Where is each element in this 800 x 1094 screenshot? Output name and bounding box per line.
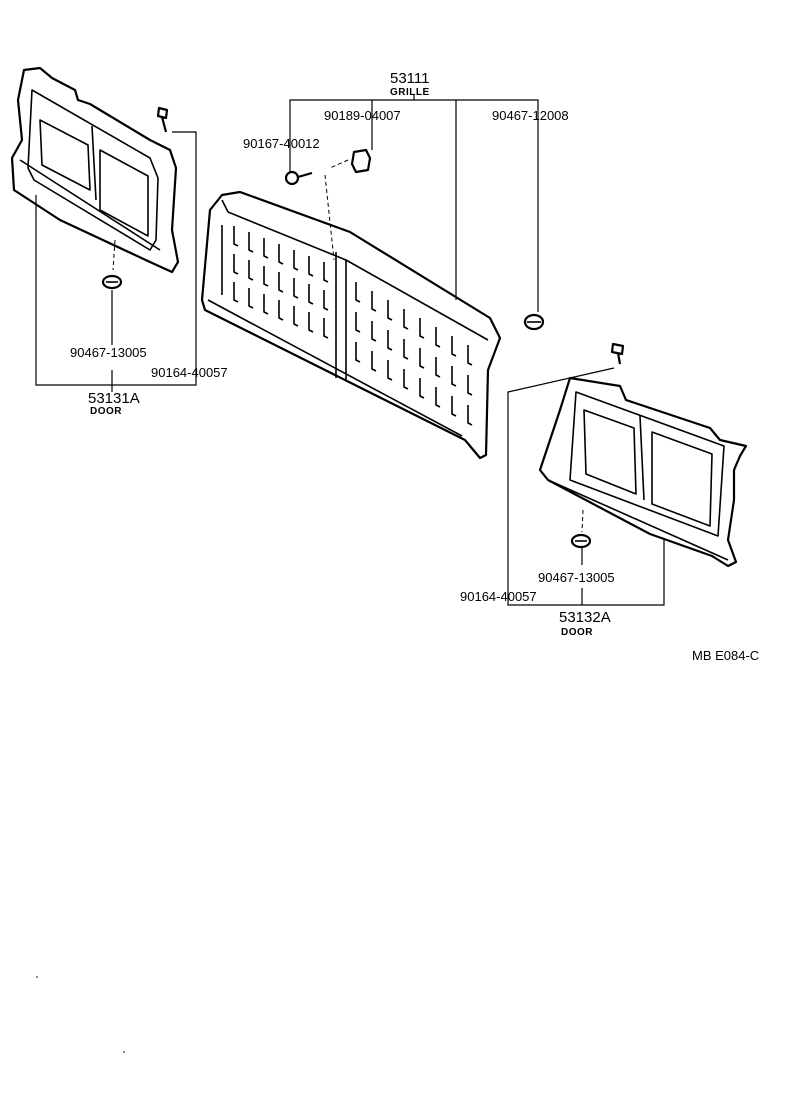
right-clip-part-number: 90467-13005 bbox=[538, 570, 615, 585]
left-bolt-icon bbox=[156, 106, 169, 133]
right-door-part-number: 53132A bbox=[559, 609, 611, 626]
clip-part-number: 90467-12008 bbox=[492, 108, 569, 123]
grille-slots bbox=[233, 226, 473, 426]
right-bolt-icon bbox=[610, 342, 625, 365]
grille-bolt-icon bbox=[284, 170, 313, 186]
grille-screw-icon bbox=[350, 148, 372, 174]
left-bolt-part-number: 90164-40057 bbox=[151, 365, 228, 380]
left-door-name: DOOR bbox=[90, 406, 122, 417]
left-door-part-number: 53131A bbox=[88, 390, 140, 407]
grille-part-number: 53111 bbox=[390, 70, 430, 87]
grille-clip-icon bbox=[523, 313, 545, 331]
figure-code: MB E084-C bbox=[692, 648, 759, 663]
screw-part-number: 90189-04007 bbox=[324, 108, 401, 123]
left-headlamp-door bbox=[10, 66, 180, 274]
bolt-part-number: 90167-40012 bbox=[243, 136, 320, 151]
right-clip-icon bbox=[570, 533, 592, 549]
grille-name: GRILLE bbox=[390, 87, 430, 98]
right-bolt-part-number: 90164-40057 bbox=[460, 589, 537, 604]
grille-body bbox=[200, 190, 502, 460]
left-clip-icon bbox=[101, 274, 123, 290]
right-headlamp-door bbox=[538, 376, 748, 568]
left-clip-part-number: 90467-13005 bbox=[70, 345, 147, 360]
right-door-name: DOOR bbox=[561, 627, 593, 638]
